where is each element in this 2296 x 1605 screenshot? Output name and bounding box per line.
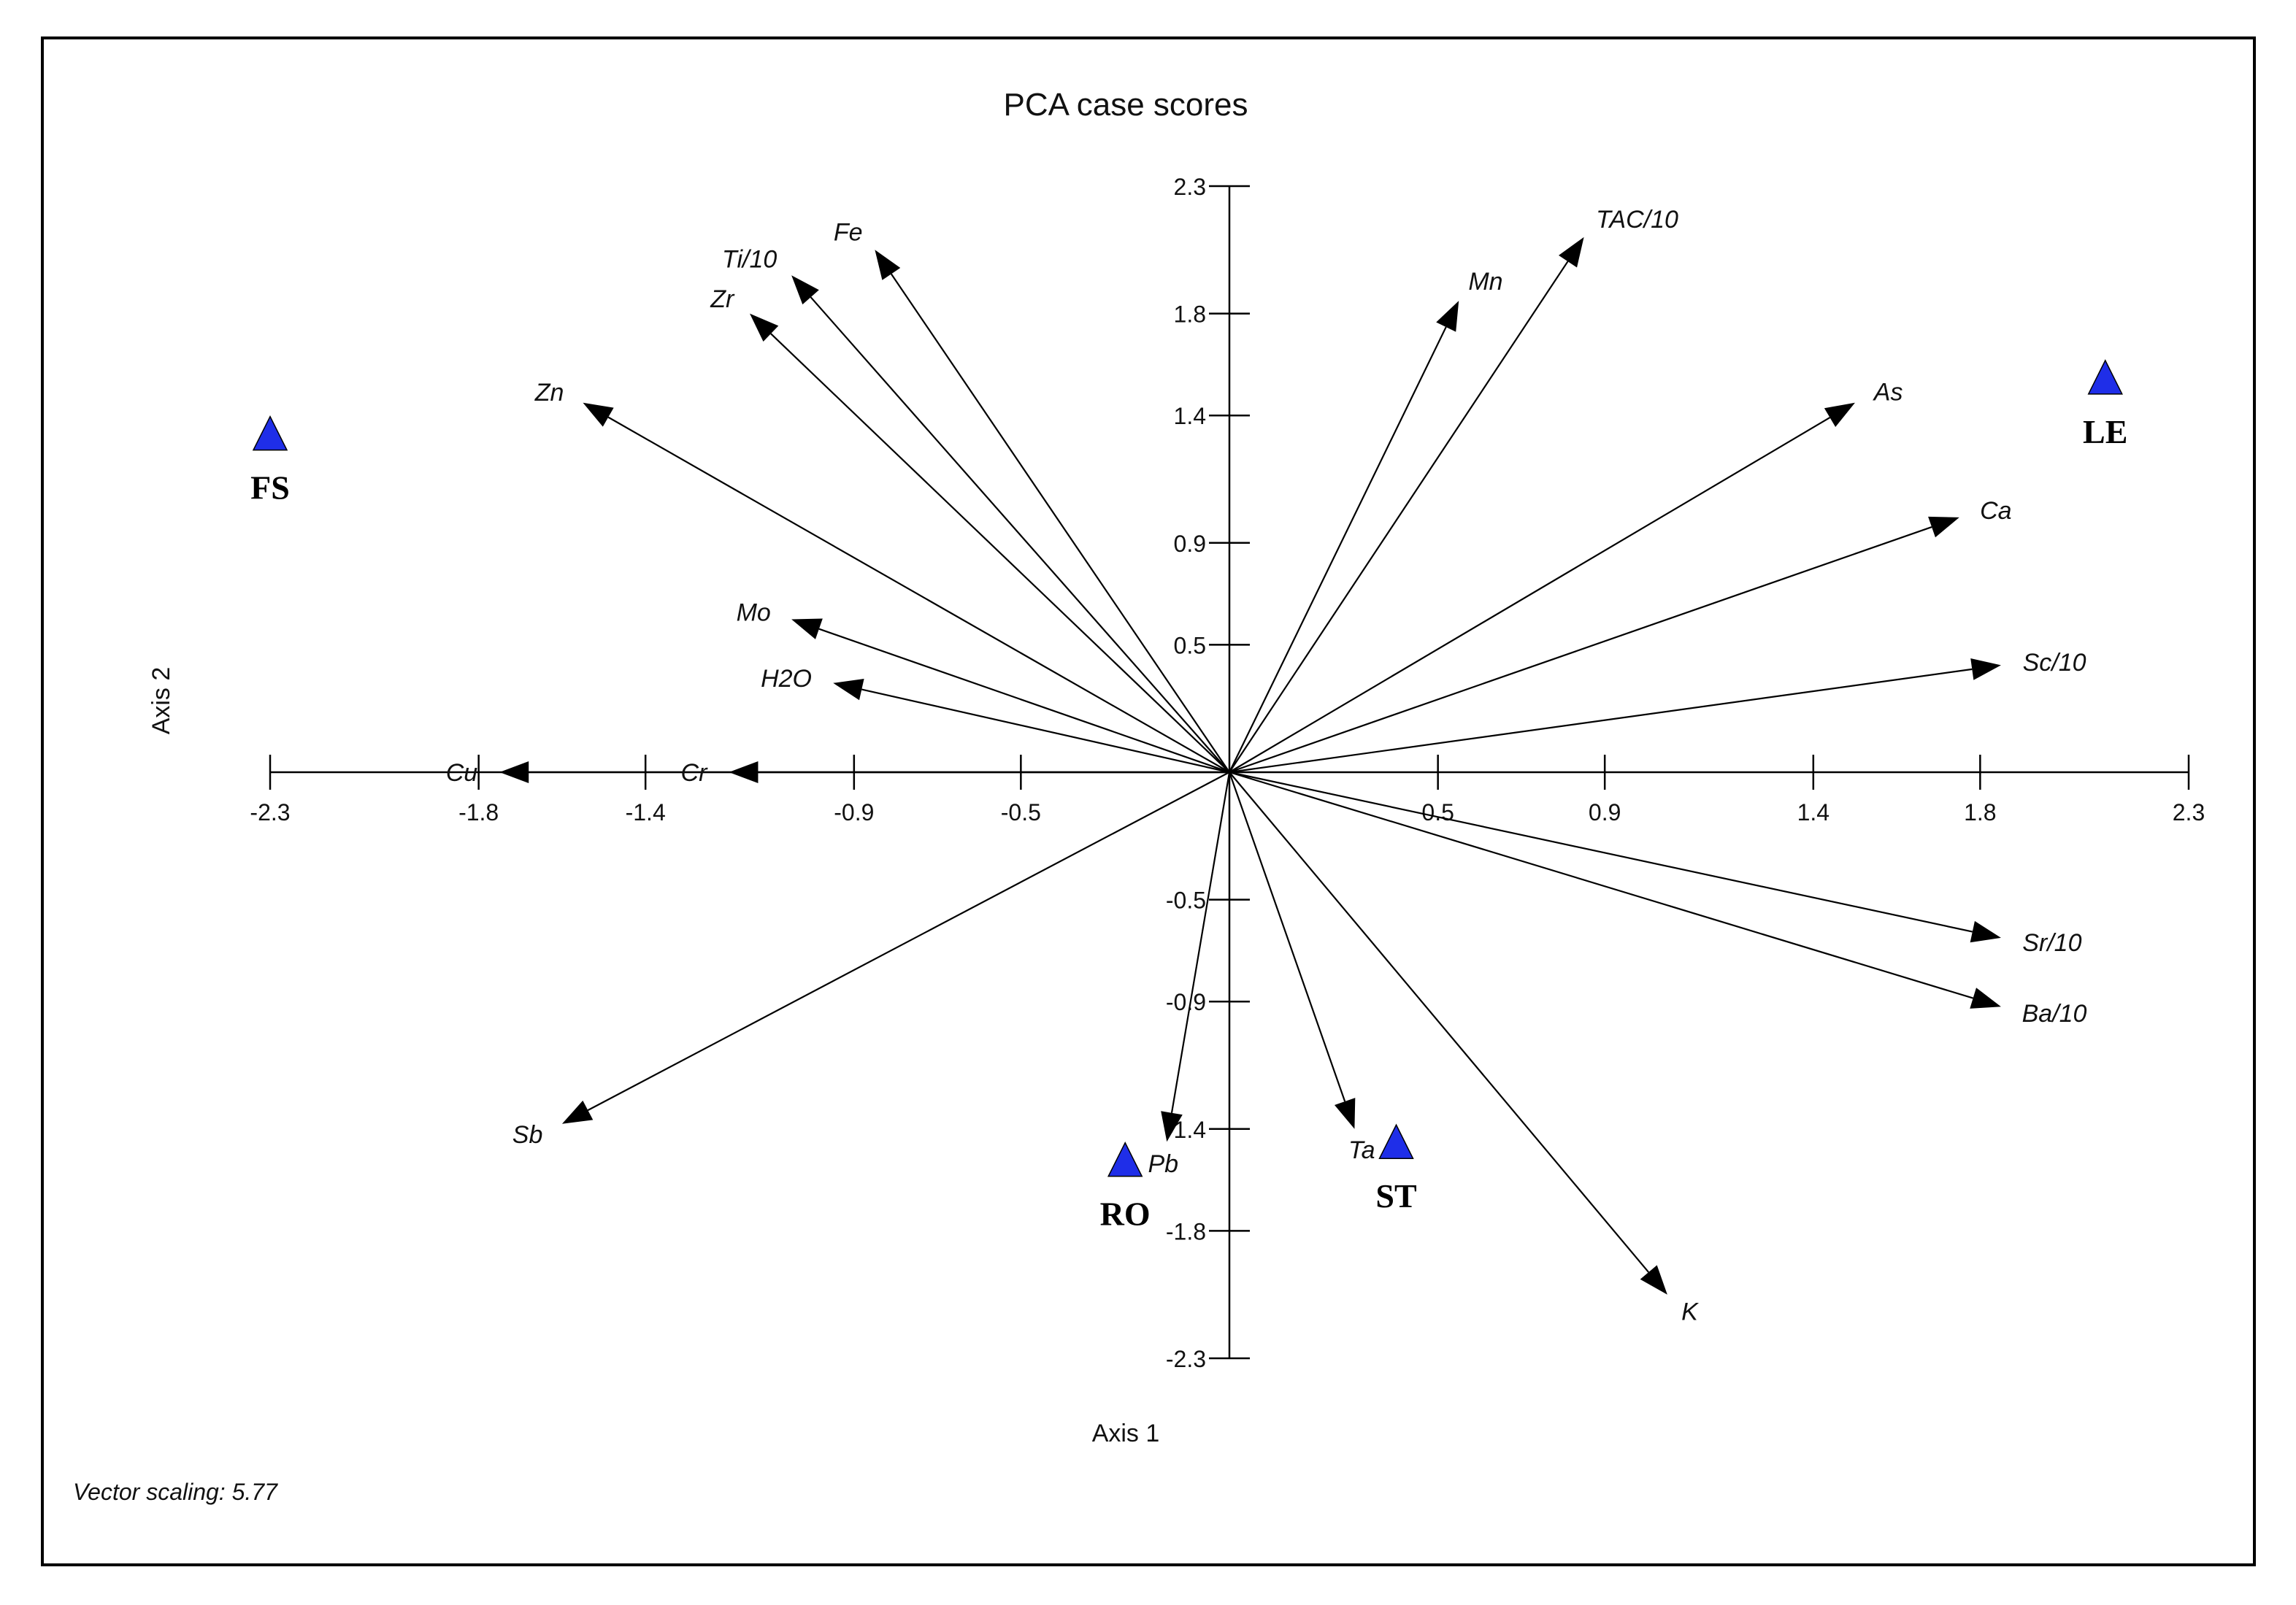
x-tick-label: -1.8 [458,799,499,825]
plot-frame [41,36,2256,1566]
vector-label: Ba/10 [2022,1000,2087,1028]
axes: -2.3 -1.8 -1.4 -0.9 -0.5 0.5 0.9 1.4 1.8 2.3 2.3 1.… [250,174,2205,1372]
y-axis-label: Axis 2 [147,667,175,735]
x-tick-label: -1.4 [626,799,666,825]
vector-line [1229,668,1973,774]
y-tick-label: 2.3 [1174,174,1206,200]
y-tick-label: -2.3 [1166,1346,1206,1372]
vector-arrowhead [791,618,823,639]
vector-label: Sb [512,1121,543,1149]
vector-line [810,296,1230,773]
x-tick-label: 0.9 [1589,799,1621,825]
vector-arrowhead [1559,236,1584,268]
vector-line [607,416,1230,773]
vector-label: Ta [1348,1136,1375,1164]
vector-label: Pb [1148,1150,1179,1178]
vector-line [1229,526,1932,774]
vector-line [1229,326,1447,773]
y-tick-label: 0.5 [1174,632,1206,658]
vector-label: Cr [681,759,709,787]
vector-label: Ti/10 [722,246,777,274]
vector-label: As [1873,379,1903,407]
site-marker [1107,1142,1143,1177]
x-tick-label: -2.3 [250,799,290,825]
vector-arrowhead [729,761,759,783]
y-tick-label: -0.9 [1166,989,1206,1015]
vector-line [770,333,1230,773]
site-marker [2087,359,2123,395]
site-label: RO [1100,1196,1151,1233]
vector-line [1229,771,1650,1273]
vector-label: Sc/10 [2023,649,2086,677]
vector-arrowhead [1970,658,2001,680]
vector-label: TAC/10 [1596,206,1678,234]
site-label: FS [250,469,290,507]
vector-label: Cu [446,759,478,787]
vector-label: Mn [1468,268,1502,296]
vector-arrowhead [750,313,779,342]
vector-arrowhead [583,402,614,427]
x-tick-label: 1.4 [1797,799,1829,825]
vector-label: Mo [737,599,771,627]
y-tick-label: 1.4 [1174,403,1206,429]
vector-label: Zn [534,379,564,407]
vector-label: Zr [710,285,735,313]
vector-arrowhead [1970,920,2001,943]
y-tick-label: 1.8 [1174,301,1206,328]
x-tick-label: 0.5 [1421,799,1454,825]
vector-line [861,688,1230,774]
vector-label: Fe [834,218,863,246]
site-marker [1378,1123,1414,1159]
vector-line [1229,771,1973,933]
x-tick-label: -0.9 [834,799,874,825]
vector-arrowhead [1436,301,1459,332]
vector-arrowhead [833,678,864,701]
vector-line [1229,261,1569,773]
vector-arrowhead [1161,1111,1183,1142]
vector-scaling-note: Vector scaling: 5.77 [73,1479,278,1505]
vector-label: Sr/10 [2022,929,2081,957]
sites: FS LE RO ST [250,359,2127,1233]
x-tick-label: 1.8 [1964,799,1996,825]
x-tick-label: -0.5 [1001,799,1041,825]
vector-line [1170,771,1231,1113]
vector-line [587,771,1230,1112]
vector-arrowhead [1335,1098,1356,1129]
vector-line [1229,771,1973,999]
vector-line [1229,417,1831,773]
vector-arrowhead [875,250,901,280]
vector-label: H2O [761,665,812,693]
x-tick-label: 2.3 [2173,799,2205,825]
site-label: ST [1375,1177,1416,1215]
site-label: LE [2083,413,2127,450]
vector-arrowhead [1640,1265,1667,1295]
vector-arrowhead [1824,402,1855,428]
chart-title: PCA case scores [1003,87,1248,123]
vector-label: Ca [1980,497,2011,525]
vector-arrowhead [791,275,819,305]
vector-arrowhead [1970,988,2001,1009]
vector-label: K [1681,1298,1699,1326]
x-axis-label: Axis 1 [1092,1420,1160,1447]
vector-line [1228,771,1346,1102]
site-marker [252,415,288,451]
y-tick-label: -0.5 [1166,888,1206,914]
vector-arrowhead [1928,516,1959,538]
vector-line [818,628,1230,774]
y-tick-label: 0.9 [1174,531,1206,557]
vector-line [890,273,1230,773]
y-tick-label: -1.8 [1166,1218,1206,1244]
vector-arrowhead [499,761,529,783]
vector-arrowhead [561,1100,594,1124]
